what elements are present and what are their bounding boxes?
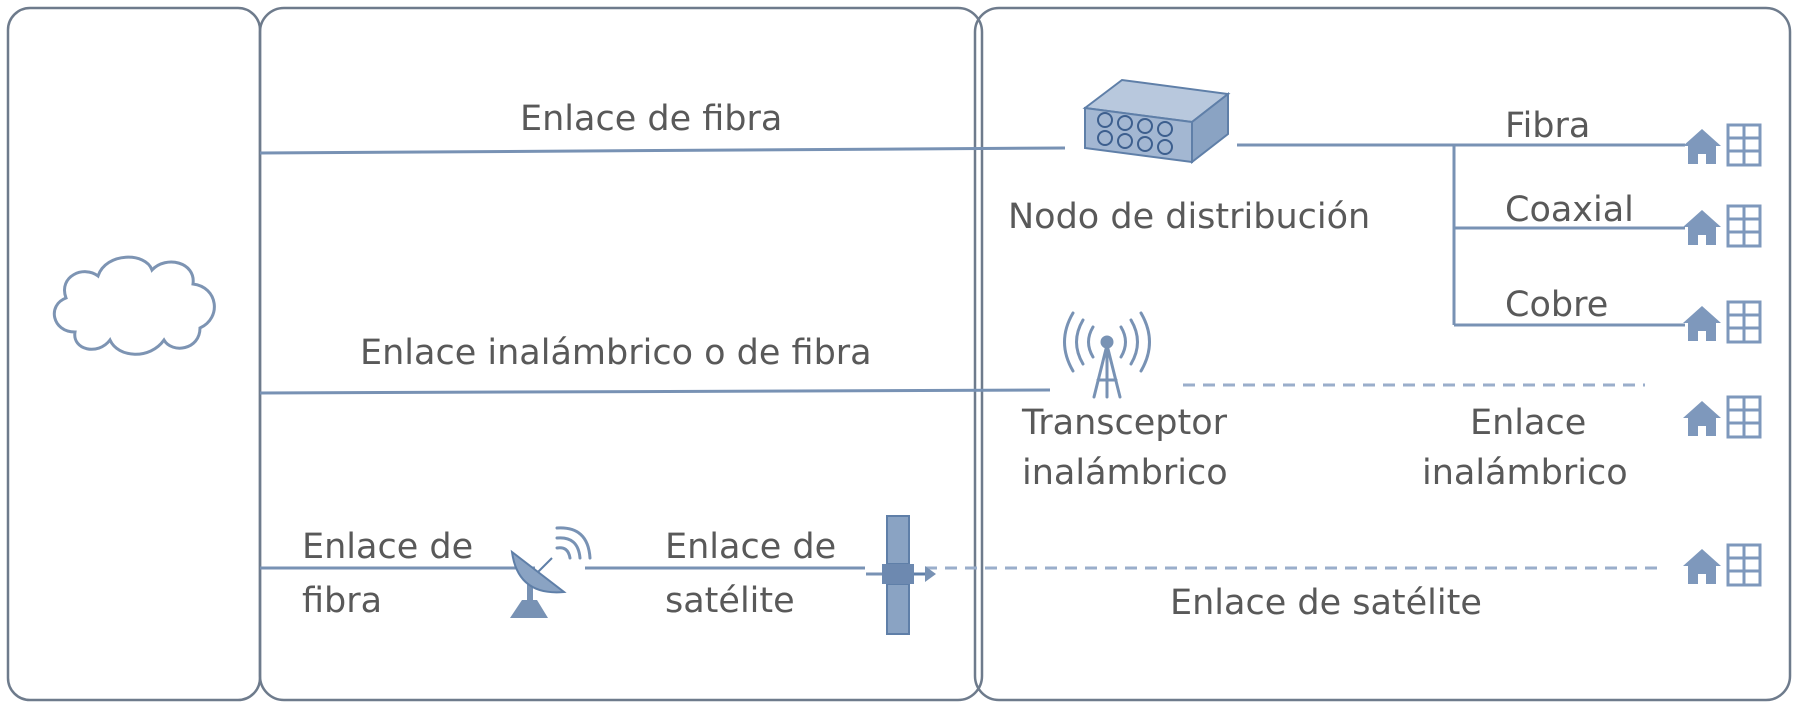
transceiver-label-line1: Transceptor	[1021, 403, 1228, 443]
wireless-link-label-line2: inalámbrico	[1422, 453, 1628, 493]
access-panel	[973, 6, 1792, 702]
backhaul-panel	[258, 6, 984, 702]
distribution-node-label: Nodo de distribución	[1008, 197, 1370, 237]
branch-copper-label: Cobre	[1505, 285, 1608, 325]
distribution-node-icon	[1082, 78, 1231, 165]
fiber-link-bottom-label-line1: Enlace de	[302, 527, 473, 567]
home-building-icon	[1683, 543, 1762, 587]
home-building-icon	[1683, 300, 1762, 344]
transceiver-label-line2: inalámbrico	[1022, 453, 1228, 493]
fiber-link-bottom-label-line2: fibra	[302, 581, 382, 621]
wireless-or-fiber-link-label: Enlace inalámbrico o de fibra	[360, 333, 872, 373]
satellite-link-mid-label-line1: Enlace de	[665, 527, 836, 567]
wireless-link-label-line1: Enlace	[1470, 403, 1586, 443]
satellite-link-label: Enlace de satélite	[1170, 583, 1482, 623]
satellite-icon	[866, 515, 936, 635]
satellite-dish-icon	[510, 526, 592, 618]
cloud-icon	[52, 255, 216, 356]
fiber-link-label: Enlace de fibra	[520, 99, 782, 139]
wireless-tower-icon	[1063, 311, 1151, 399]
home-building-icon	[1683, 123, 1762, 167]
branch-fiber-label: Fibra	[1505, 106, 1590, 146]
home-building-icon	[1683, 395, 1762, 439]
branch-coax-label: Coaxial	[1505, 190, 1634, 230]
satellite-link-mid-label-line2: satélite	[665, 581, 795, 621]
home-building-icon	[1683, 204, 1762, 248]
fiber-link-line	[259, 146, 1066, 155]
wireless-or-fiber-line	[259, 388, 1051, 395]
